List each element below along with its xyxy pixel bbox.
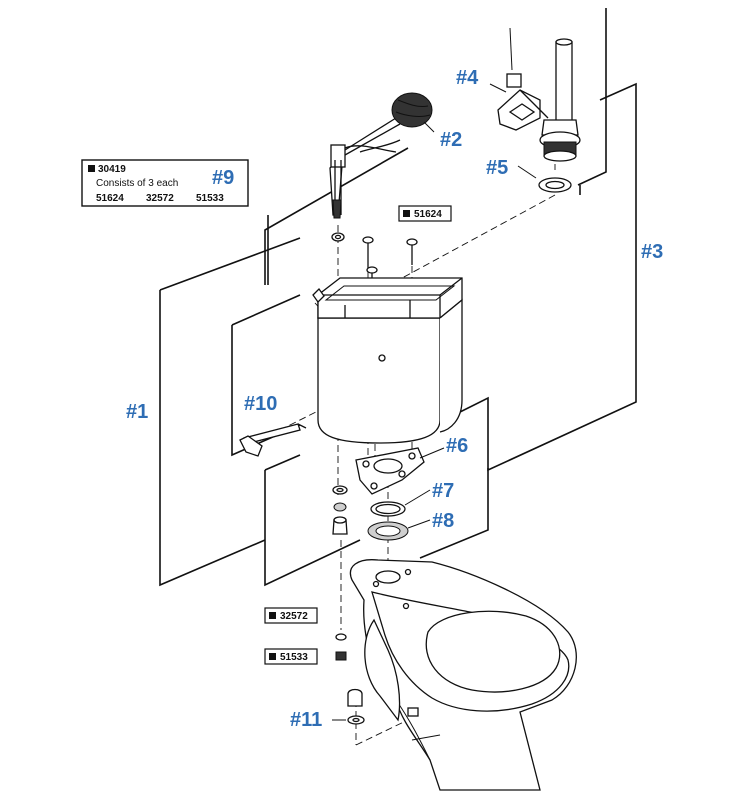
panel-3-tank-internals bbox=[419, 8, 637, 559]
label-part-4: #4 bbox=[456, 67, 479, 89]
kit-item: 51624 bbox=[96, 193, 124, 204]
label-part-1: #1 bbox=[126, 401, 148, 423]
kit-square-icon bbox=[88, 165, 95, 172]
tag-square-icon bbox=[403, 210, 410, 217]
label-part-3: #3 bbox=[641, 241, 663, 263]
label-part-11: #11 bbox=[290, 709, 322, 731]
tag-washer: 32572 bbox=[264, 607, 318, 624]
leader-lines bbox=[332, 83, 537, 721]
label-part-8: #8 bbox=[432, 510, 454, 532]
label-part-2: #2 bbox=[440, 129, 462, 151]
kit-item: 51533 bbox=[196, 193, 224, 204]
panel-1-tank-group bbox=[159, 147, 409, 587]
label-part-9: #9 bbox=[212, 167, 234, 189]
gaskets bbox=[367, 501, 409, 541]
kit-item: 32572 bbox=[146, 193, 174, 204]
bolt-cap bbox=[347, 688, 365, 725]
tank-bowl-plate bbox=[355, 447, 425, 495]
kit-box: 30419 Consists of 3 each 51624 32572 515… bbox=[81, 159, 249, 207]
kit-description: Consists of 3 each bbox=[96, 178, 178, 189]
tag-bolt: 51624 bbox=[398, 205, 452, 222]
toilet-bowl bbox=[349, 559, 577, 791]
svg-text:32572: 32572 bbox=[280, 611, 308, 622]
label-part-7: #7 bbox=[432, 480, 454, 502]
trip-lever bbox=[239, 423, 307, 457]
svg-text:51533: 51533 bbox=[280, 652, 308, 663]
bolt-stack bbox=[332, 485, 348, 661]
label-part-6: #6 bbox=[446, 435, 468, 457]
label-part-10: #10 bbox=[244, 393, 277, 415]
fill-valve-assembly bbox=[329, 92, 433, 242]
flush-valve-assembly bbox=[497, 27, 581, 193]
tag-nut: 51533 bbox=[264, 648, 318, 665]
tag-square-icon bbox=[269, 653, 276, 660]
tag-square-icon bbox=[269, 612, 276, 619]
toilet-tank bbox=[312, 277, 463, 444]
label-part-5: #5 bbox=[486, 157, 508, 179]
kit-part-number: 30419 bbox=[98, 164, 126, 175]
svg-text:51624: 51624 bbox=[414, 209, 442, 220]
